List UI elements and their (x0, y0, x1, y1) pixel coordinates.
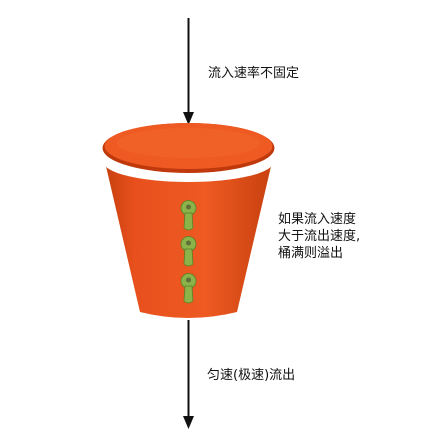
outflow-arrow (183, 320, 194, 429)
overflow-note-line: 如果流入速度 (278, 212, 357, 227)
overflow-note: 如果流入速度 大于流出速度, 桶满则溢出 (278, 211, 360, 262)
overflow-note-line: 大于流出速度, (278, 229, 361, 244)
outflow-label: 匀速(极速)流出 (207, 368, 296, 383)
inflow-arrow (183, 18, 194, 125)
overflow-note-line: 桶满则溢出 (278, 246, 344, 261)
inflow-label: 流入速率不固定 (208, 66, 300, 81)
keyhole-icon (180, 200, 197, 304)
